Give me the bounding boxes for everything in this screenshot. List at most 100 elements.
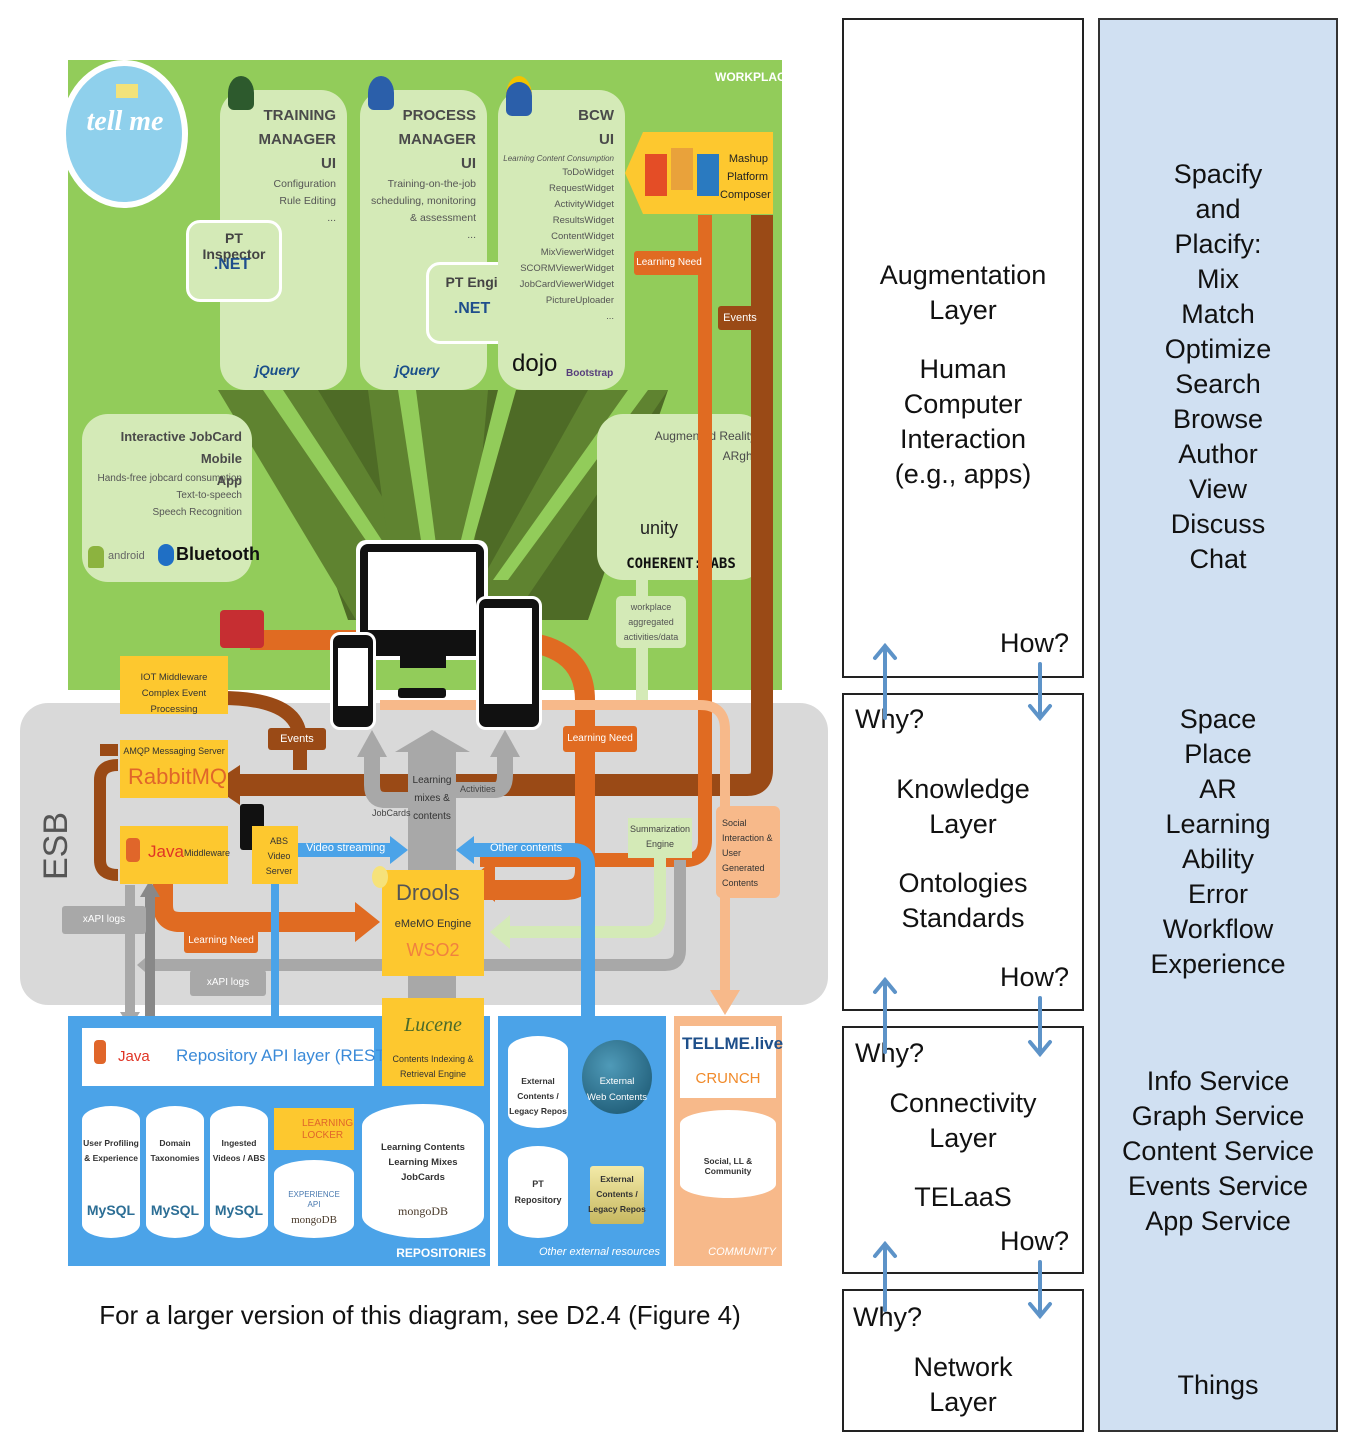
java-logo: Java [118,1048,150,1065]
augmentation-layer-box [842,18,1084,678]
workplace-data-label: workplace aggregated activities/data [623,602,679,642]
database-label-line: & Experience [84,1153,138,1163]
layer-text-line: TELaaS [914,1182,1012,1212]
knowledge-layer-box [842,693,1084,1011]
tellme-live-logo: TELLME.live [682,1034,784,1053]
concept-item: Chat [1189,544,1247,574]
worker-avatar-icon [506,76,532,116]
social-arrowhead [710,990,740,1015]
rabbitmq-logo: RabbitMQ [128,764,228,789]
layer-text-line: Human [919,354,1007,384]
mongodb-logo: mongoDB [397,1204,448,1218]
amqp-server-title: AMQP Messaging Server [123,746,225,756]
bootstrap-logo: Bootstrap [566,368,614,379]
community-brands-box [680,1026,776,1098]
concept-item: Error [1188,879,1248,909]
bcw-ui-card [498,90,625,390]
social-interaction-box [716,806,780,898]
lucene-label: Contents Indexing & Retrieval Engine [392,1054,474,1079]
summarization-arrowhead [490,915,510,949]
events-tag: Events [268,728,326,750]
jobcard-app-title: Interactive JobCard Mobile App [120,429,242,488]
community-label: COMMUNITY [708,1246,776,1258]
tablet-screen [484,608,532,704]
down-arrow-icon [1028,996,1052,1058]
widget-list-item: RequestWidget [549,183,614,194]
concept-item: Search [1175,369,1261,399]
wso2-logo: WSO2 [406,940,460,960]
connectivity-layer-box [842,1026,1084,1274]
other-contents-pipe [470,843,595,1020]
social-community-label: Social, LL & Community [703,1156,753,1176]
pt-inspector-title: PT Inspector [202,230,266,262]
html5-icon [645,154,667,196]
mysql-logo: MySQL [86,1202,136,1218]
mysql-logo: MySQL [214,1202,264,1218]
concept-item: Author [1178,439,1258,469]
widget-list-item: MixViewerWidget [540,247,614,258]
widget-list-item: PictureUploader [545,295,614,306]
database-label-line: Taxonomies [150,1153,200,1163]
network-concepts: Things [1098,1368,1338,1403]
layer-text-line: Ontologies [898,868,1028,898]
jobcards-pipe [364,755,408,808]
concept-item: View [1188,474,1248,504]
widget-list-item: ContentWidget [551,231,614,242]
android-icon [88,546,104,568]
concept-item: Mix [1197,264,1239,294]
activities-arrowhead [490,730,520,757]
events-tag: Events [718,306,762,330]
concept-item: Discuss [1170,509,1266,539]
pt-inspector-box [186,220,282,302]
legacy-repos-label: External Contents / Legacy Repos [588,1174,646,1214]
jquery-logo: jQuery [255,362,300,378]
learning-mixes-label: Learning mixes & contents [412,775,452,822]
jobcards-arrowhead [357,730,387,757]
trainer-avatar-icon [228,76,254,110]
mysql-database [210,1106,268,1238]
xapi-logs-tag: xAPI logs [62,906,146,934]
learning-contents-label: Learning Contents Learning Mixes JobCard… [381,1142,465,1183]
dojo-logo: dojo [512,350,558,377]
pt-engine-title: PT Engine [445,274,514,290]
why-label: Why? [855,1038,925,1068]
external-contents-label: External Contents / Legacy Repos [509,1076,567,1116]
dotnet-logo: .NET [213,256,251,273]
how-label: How? [1000,1226,1070,1256]
ememo-engine-box [382,870,484,976]
concepts-column [1098,18,1338,1432]
concept-item: AR [1199,774,1237,804]
bcw-ui-title: BCW UI [578,107,614,148]
database-label-line: User Profiling [83,1138,139,1148]
training-manager-title: TRAINING MANAGER UI [258,107,337,172]
java-learning-need-pipe [153,870,360,932]
up-arrow-icon [873,976,897,1054]
lightbulb-icon [372,866,388,888]
middleware-label: Middleware [184,848,231,858]
activities-pipe [456,755,513,798]
layer-text-line: Augmentation [879,260,1047,290]
jobcards-label: JobCards [372,808,411,818]
abs-video-server-label: ABS Video Server [265,836,293,876]
layer-text-line: Interaction [899,424,1027,454]
augmented-reality-card [597,414,765,580]
xapi-logs-tag: xAPI logs [190,970,266,996]
tellme-logo: tell me [86,106,164,137]
crunch-logo: CRUNCH [695,1070,761,1087]
concept-item: Match [1181,299,1255,329]
android-logo: android [108,550,145,562]
layer-text-line: Layer [929,1123,997,1153]
css3-icon [697,154,719,196]
concept-item: Info Service [1146,1066,1290,1096]
summarization-engine-box [628,818,692,858]
how-label: How? [1000,628,1070,658]
concept-item: Space [1179,704,1257,734]
concept-item: Experience [1150,949,1286,979]
xapi-database [274,1160,354,1238]
mysql-database [146,1106,204,1238]
why-how-arrows [873,642,1052,1320]
